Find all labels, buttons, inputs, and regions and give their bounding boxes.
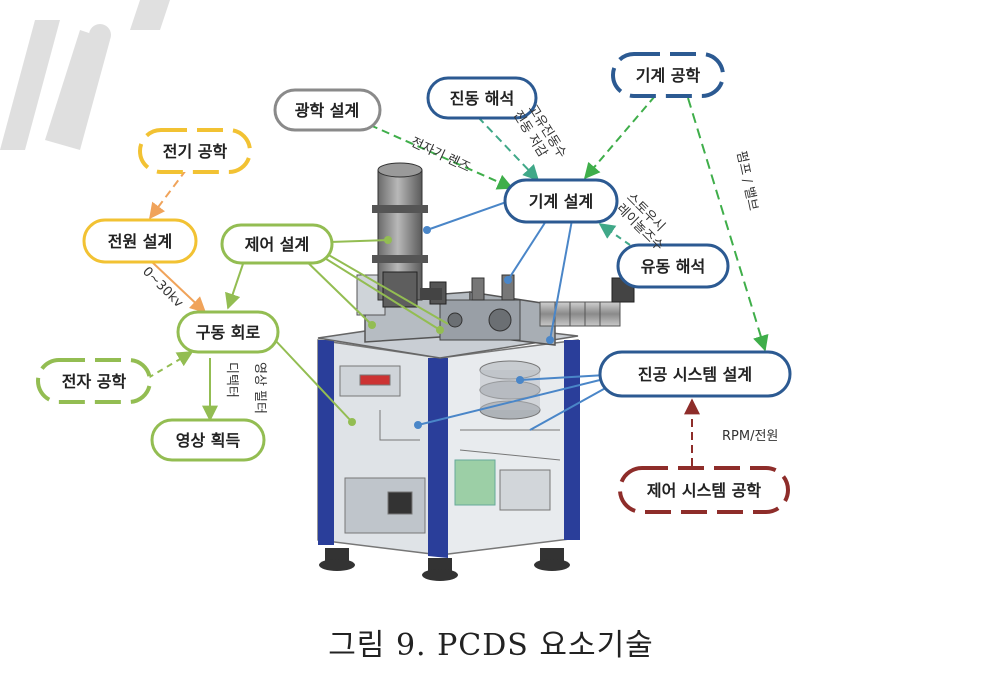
edge-elec-to-power: [149, 169, 187, 220]
edge-label-pump-valve: 펌프 / 밸브: [733, 150, 760, 212]
node-image-acquisition[interactable]: 영상 획득: [150, 418, 266, 462]
node-electrical-engineering[interactable]: 전기 공학: [138, 128, 252, 174]
edge-label-detector: 디텍터: [224, 362, 239, 398]
node-mechanical-engineering[interactable]: 기계 공학: [611, 52, 725, 98]
edge-power-to-drive: [151, 261, 207, 314]
electron-column: [372, 162, 442, 308]
node-control-system-engineering-label: 제어 시스템 공학: [647, 481, 761, 500]
cabinet-internals: [339, 360, 561, 534]
node-image-acquisition-label: 영상 획득: [176, 431, 241, 450]
node-power-design[interactable]: 전원 설계: [82, 218, 198, 264]
node-mechanical-engineering-label: 기계 공학: [636, 66, 701, 85]
node-vibration-analysis[interactable]: 진동 해석: [426, 76, 538, 120]
node-mechanical-design[interactable]: 기계 설계: [503, 178, 619, 224]
edge-mecheng-to-mech: [583, 95, 656, 180]
node-mechanical-design-label: 기계 설계: [529, 192, 593, 211]
pcds-machine-illustration: [317, 162, 635, 581]
machine-feet: [319, 548, 570, 581]
node-fluid-analysis[interactable]: 유동 해석: [616, 243, 730, 289]
node-vibration-analysis-label: 진동 해석: [450, 89, 514, 108]
frame-post-left: [318, 340, 334, 545]
edge-mecheng-to-vacuum: [687, 97, 769, 352]
node-drive-circuit-label: 구동 회로: [196, 323, 261, 342]
watermark: [0, 0, 170, 150]
node-power-design-label: 전원 설계: [108, 232, 172, 251]
node-vacuum-system-design[interactable]: 진공 시스템 설계: [598, 350, 792, 398]
edge-vibration-to-mech: [477, 116, 540, 182]
node-control-design-label: 제어 설계: [245, 235, 309, 254]
edge-electronics-to-drive: [147, 351, 194, 379]
edge-control-to-drive: [225, 257, 246, 310]
edge-fluid-to-mech: [598, 223, 631, 246]
node-optics-design-label: 광학 설계: [295, 101, 359, 120]
node-control-system-engineering[interactable]: 제어 시스템 공학: [618, 466, 790, 514]
node-optics-design[interactable]: 광학 설계: [273, 88, 382, 132]
frame-post-mid: [428, 358, 448, 558]
node-electronics-engineering-label: 전자 공학: [62, 372, 127, 391]
node-fluid-analysis-label: 유동 해석: [641, 257, 705, 276]
node-vacuum-system-design-label: 진공 시스템 설계: [638, 365, 752, 384]
figure-caption: 그림 9. PCDS 요소기술: [328, 628, 654, 663]
node-electronics-engineering[interactable]: 전자 공학: [36, 358, 152, 404]
node-drive-circuit[interactable]: 구동 회로: [176, 310, 280, 354]
frame-post-right: [564, 340, 580, 540]
edge-label-image-filter: 영상 필터: [252, 362, 267, 414]
node-control-design[interactable]: 제어 설계: [220, 223, 334, 265]
edge-label-rpm-power: RPM/전원: [722, 429, 778, 444]
node-electrical-engineering-label: 전기 공학: [163, 142, 228, 161]
